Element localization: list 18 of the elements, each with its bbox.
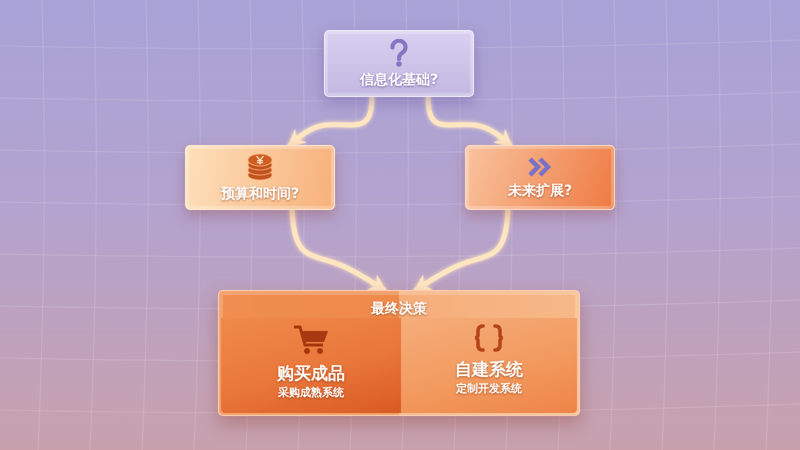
node-sublabel: 采购成熟系统 (278, 386, 344, 400)
expansion-card (465, 145, 615, 210)
node-sublabel: 定制开发系统 (456, 382, 522, 396)
curved-arrow (412, 208, 510, 292)
node-label: 自建系统 (455, 360, 523, 380)
curved-arrow (290, 208, 388, 292)
question-card (324, 30, 474, 97)
node-label: 信息化基础? (360, 72, 438, 88)
buy-option-panel (221, 318, 401, 413)
node-label: 预算和时间? (220, 186, 300, 202)
curved-arrow (287, 94, 374, 148)
decision-panel (218, 290, 580, 416)
budget-card (185, 145, 335, 210)
curved-arrow (426, 94, 513, 148)
panel-heading: 最终决策 (371, 301, 427, 317)
node-label: 未来扩展? (508, 182, 572, 200)
node-label: 购买成品 (277, 364, 345, 384)
build-option-panel (401, 318, 577, 413)
